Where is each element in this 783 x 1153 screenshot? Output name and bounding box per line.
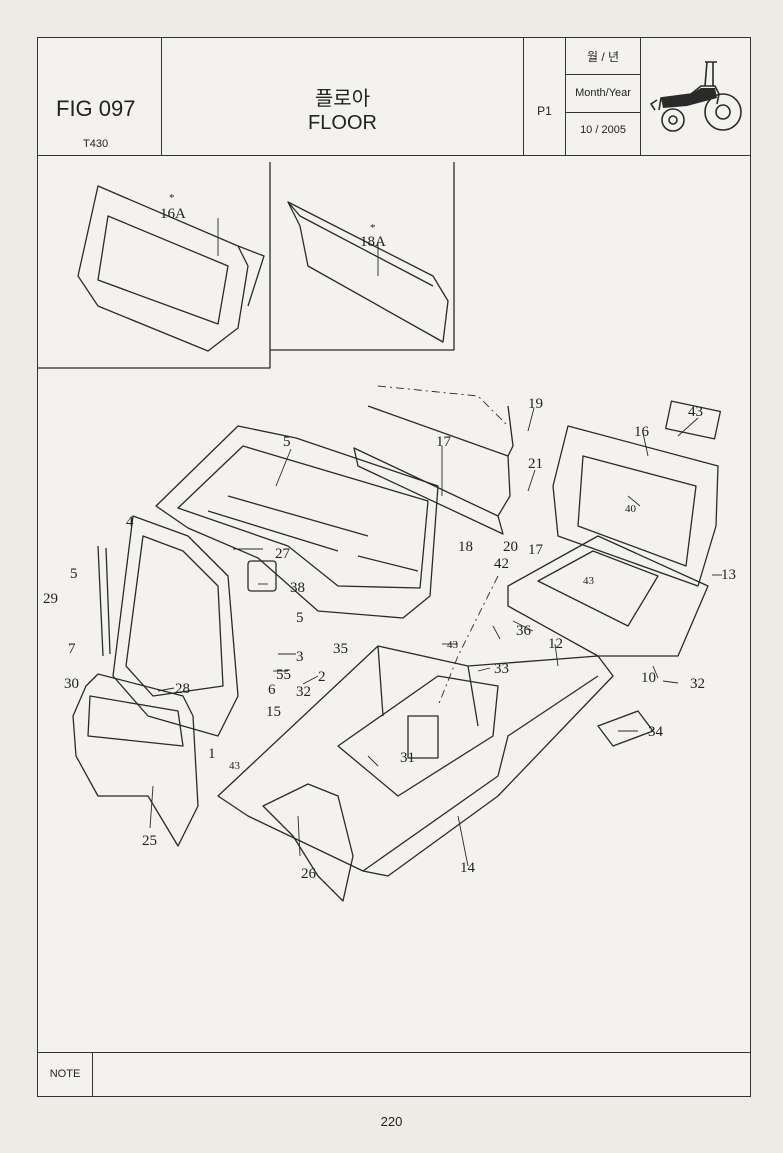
note-row: NOTE — [38, 1052, 750, 1096]
callout-17b: 17 — [528, 542, 544, 558]
callout-43c: 43 — [229, 760, 241, 772]
date-value: 10 / 2005 — [580, 124, 626, 136]
date-label-korean: 월 / 년 — [586, 50, 620, 64]
title-cell: 플로아 FLOOR — [162, 38, 524, 155]
parts-sheet: FIG 097 T430 플로아 FLOOR P1 월 / 년 Month/Ye… — [37, 37, 751, 1097]
inset-left-label: 16A — [160, 206, 186, 222]
callout-36: 36 — [516, 623, 532, 639]
callout-34: 34 — [648, 724, 664, 740]
callout-24: 5 — [283, 434, 291, 450]
callout-26: 26 — [301, 866, 317, 882]
inset-left-asterisk: * — [169, 192, 175, 204]
title-english: FLOOR — [308, 112, 377, 134]
title-korean: 플로아 — [314, 88, 371, 110]
callout-3: 3 — [296, 649, 304, 665]
callout-27: 27 — [275, 546, 291, 562]
floor-mat — [155, 425, 439, 619]
right-panel — [552, 400, 722, 587]
inset-left — [38, 162, 271, 369]
callout-32b: 32 — [296, 684, 311, 700]
note-label: NOTE — [38, 1053, 93, 1096]
callout-4: 4 — [126, 514, 134, 530]
callout-15: 15 — [266, 704, 281, 720]
callout-10: 10 — [641, 670, 656, 686]
callout-40: 40 — [625, 503, 637, 515]
page-code: P1 — [537, 104, 552, 118]
side-guard — [262, 783, 354, 902]
date-cell: 월 / 년 Month/Year 10 / 2005 — [566, 38, 641, 155]
exploded-parts-diagram: 16A * 18A * 5 17 19 21 43 16 40 4 27 20 … — [38, 162, 736, 902]
model-code: T430 — [83, 138, 109, 150]
date-label: Month/Year — [575, 87, 631, 99]
step-plate — [507, 535, 709, 747]
callout-42: 42 — [494, 556, 509, 572]
callout-29: 29 — [43, 591, 58, 607]
callout-43b: 43 — [447, 639, 459, 651]
main-floor-frame — [217, 645, 614, 877]
title-block: FIG 097 T430 플로아 FLOOR P1 월 / 년 Month/Ye… — [38, 38, 750, 156]
callout-31: 30 — [64, 676, 79, 692]
logo-cell — [641, 38, 750, 155]
lower-panel — [72, 673, 199, 847]
callout-6: 6 — [268, 682, 276, 698]
date-divider — [566, 74, 640, 75]
callout-7: 7 — [68, 641, 76, 657]
callout-43: 43 — [583, 575, 595, 587]
callout-28: 28 — [175, 681, 190, 697]
inset-right — [270, 162, 455, 351]
callout-16: 16 — [634, 424, 650, 440]
callout-25: 25 — [142, 833, 157, 849]
callout-33: 33 — [494, 661, 509, 677]
fig-cell: FIG 097 T430 — [38, 38, 162, 155]
callout-38: 38 — [290, 580, 305, 596]
page-code-cell: P1 — [524, 38, 566, 155]
callout-14: 14 — [460, 860, 476, 876]
callout-50: 43 — [688, 404, 703, 420]
callout-1: 1 — [208, 746, 216, 762]
rear-bracket — [353, 405, 514, 535]
callout-5: 5 — [70, 566, 78, 582]
callout-18: 18 — [458, 539, 473, 555]
callout-21: 21 — [528, 456, 543, 472]
front-panel — [97, 515, 277, 737]
tractor-icon — [649, 61, 742, 132]
page-number: 220 — [380, 1114, 403, 1129]
callout-20: 20 — [503, 539, 518, 555]
callout-30: 31 — [400, 750, 415, 766]
callout-17: 17 — [436, 434, 452, 450]
date-divider-2 — [566, 112, 640, 113]
fig-number: FIG 097 — [56, 96, 136, 121]
inset-right-asterisk: * — [370, 222, 376, 234]
callout-12: 12 — [548, 636, 563, 652]
inset-right-label: 18A — [360, 234, 386, 250]
callout-32: 32 — [690, 676, 705, 692]
callout-2: 2 — [318, 669, 326, 685]
callout-13: 13 — [721, 567, 736, 583]
callout-19: 19 — [528, 396, 543, 412]
callout-55: 55 — [276, 667, 291, 683]
callout-35: 35 — [333, 641, 348, 657]
callout-5b: 5 — [296, 610, 304, 626]
